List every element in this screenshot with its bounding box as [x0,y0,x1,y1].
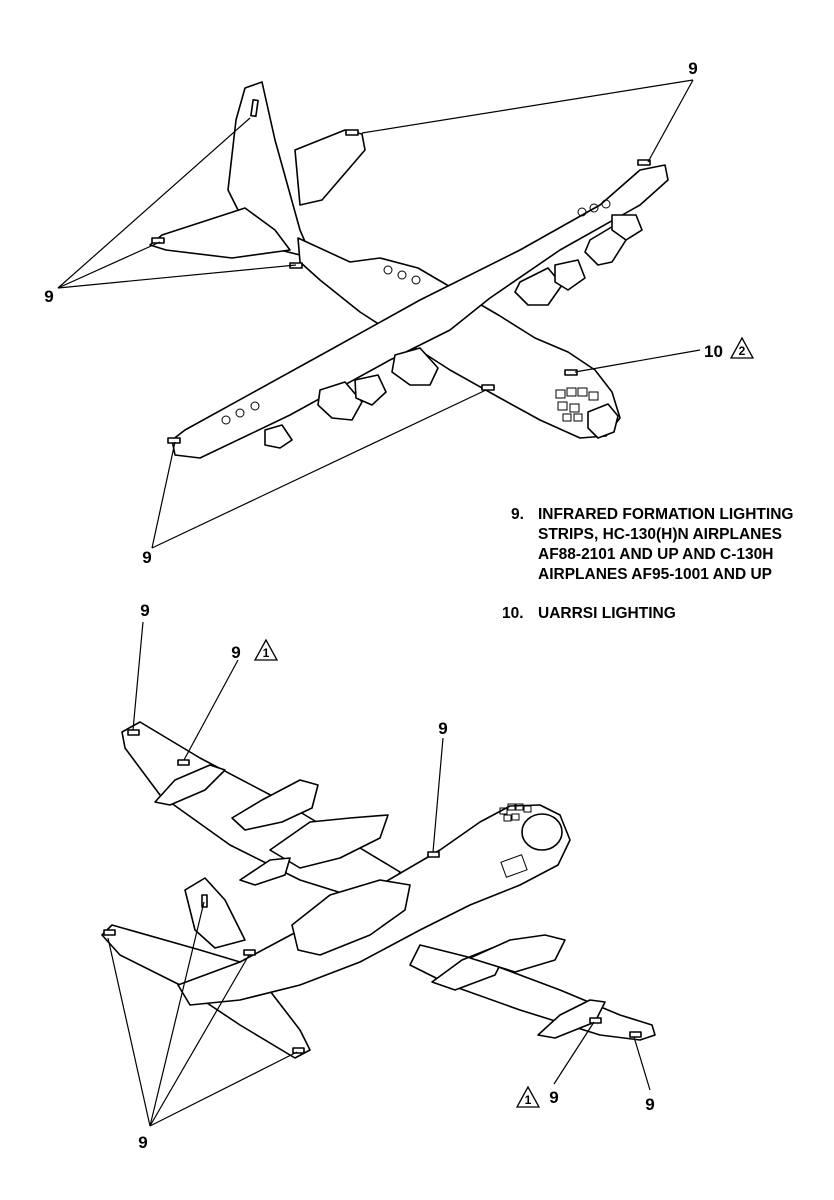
top-strip-wing-root [481,384,495,391]
top-uarrsi-light [564,369,578,376]
bottom-nacelle-3 [239,857,291,886]
top-nacelle-5 [391,347,439,386]
legend: 9. INFRARED FORMATION LIGHTING STRIPS, H… [502,506,793,622]
top-right-stabilizer [294,129,366,206]
top-strip-right-stab [345,129,359,136]
legend-item-9-line-3: AF88-2101 AND UP AND C-130H [538,546,773,563]
top-nacelle-4 [554,259,586,291]
bottom-view-leaders [107,621,651,1127]
top-view-leaders [57,79,701,549]
top-nacelle-7 [264,424,293,449]
top-nacelle-3 [611,214,643,241]
top-strip-left-tip [167,437,181,444]
note-1-number-pod: 1 [263,646,270,660]
legend-item-10-line-1: UARRSI LIGHTING [538,605,676,622]
callout-9-top-left: 9 [44,287,53,306]
top-strip-fin [250,98,259,118]
legend-item-9-line-2: STRIPS, HC-130(H)N AIRPLANES [538,526,782,543]
bottom-cockpit-windows [499,803,532,822]
note-2-number: 2 [739,344,746,358]
top-radome [587,403,619,439]
bottom-strip-fuselage-aft [243,949,256,956]
bottom-strip-fin [201,894,208,908]
bottom-strip-left-tip [127,729,140,736]
top-left-stabilizer [149,207,291,259]
top-cockpit-windows [555,387,599,422]
top-nacelle-8 [354,374,387,406]
legend-item-9-line-4: AIRPLANES AF95-1001 AND UP [538,566,772,583]
bottom-vertical-fin [184,877,246,949]
note-1-triangle-pod [253,638,279,661]
callout-9-bottom-pod: 9 [231,643,240,662]
note-1-number-right-pod: 1 [525,1093,532,1107]
bottom-strip-left-pod [177,759,190,766]
bottom-belly-fairing [291,879,411,956]
legend-item-9-line-1: INFRARED FORMATION LIGHTING [538,506,793,523]
callout-9-bottom-fuselage: 9 [438,719,447,738]
bottom-pod-left [154,764,226,806]
top-view-airplane [149,81,669,459]
bottom-pod-right [537,999,606,1039]
legend-item-10-number: 10. [502,605,524,622]
callout-9-top-right: 9 [688,59,697,78]
bottom-strip-stab-left [103,929,116,936]
bottom-view-airplane [101,721,656,1059]
top-nacelle-6 [317,381,363,421]
bottom-strip-fuselage [427,851,440,858]
bottom-strip-stab-right [292,1047,305,1054]
bottom-nacelle-1 [231,779,319,831]
callout-10-uarrsi: 10 [704,342,723,361]
callout-9-bottom-tail-group: 9 [138,1133,147,1152]
bottom-nacelle-2 [269,814,389,869]
callout-9-bottom-left-tip: 9 [140,601,149,620]
callout-9-left-tip: 9 [142,548,151,567]
legend-item-9-number: 9. [511,506,524,523]
callout-9-bottom-right-tip: 9 [645,1095,654,1114]
bottom-nacelle-5 [469,934,566,973]
top-wing [171,164,669,459]
bottom-radome [521,813,563,851]
top-fuselage [297,237,621,439]
note-2-triangle [729,336,755,359]
top-strip-right-tip [637,159,651,166]
callout-9-bottom-right-pod: 9 [549,1088,558,1107]
bottom-strip-right-tip [629,1031,642,1038]
bottom-strip-right-pod [589,1017,602,1024]
top-nacelle-2 [514,267,563,306]
note-1-triangle-right-pod [515,1085,541,1108]
